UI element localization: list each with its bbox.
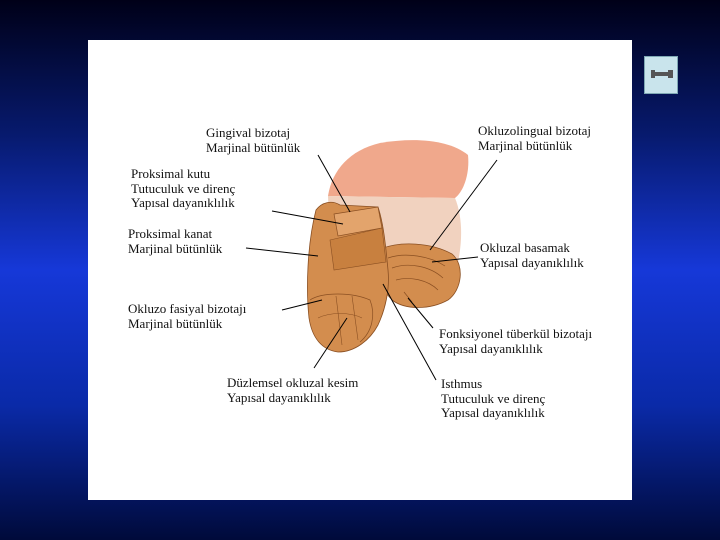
label-line: Yapısal dayanıklılık: [441, 405, 545, 420]
label-line: Proksimal kutu: [131, 166, 211, 181]
label-line: Tutuculuk ve direnç: [131, 180, 236, 196]
label-line: Okluzolingual bizotaj: [478, 123, 592, 138]
label-line: Isthmus: [441, 376, 483, 391]
label-line: Gingival bizotaj: [206, 125, 291, 140]
label-isthmus: Isthmus Tutuculuk ve direnç Yapısal daya…: [441, 376, 546, 421]
label-line: Marjinal bütünlük: [206, 139, 301, 155]
return-button[interactable]: [644, 56, 678, 94]
label-line: Yapısal dayanıklılık: [227, 389, 331, 405]
label-line: Marjinal bütünlük: [478, 137, 573, 153]
leader-lines: [245, 154, 498, 381]
label-line: Marjinal bütünlük: [128, 240, 223, 256]
label-line: Marjinal bütünlük: [128, 315, 223, 331]
label-line: Tutuculuk ve direnç: [441, 390, 546, 406]
label-line: Okluzo fasiyal bizotajı: [128, 301, 247, 316]
label-line: Yapısal dayanıklılık: [480, 254, 584, 270]
label-proximal-box: Proksimal kutu Tutuculuk ve direnç Yapıs…: [131, 166, 236, 211]
return-arrow-icon: [651, 70, 673, 78]
gum-tissue: [328, 140, 469, 198]
label-occlusolingual-bevel: Okluzolingual bizotaj Marjinal bütünlük: [478, 123, 592, 153]
label-occlusal-step: Okluzal basamak Yapısal dayanıklılık: [480, 240, 584, 270]
label-line: Proksimal kanat: [128, 226, 213, 241]
label-planar-occlusal-cut: Düzlemsel okluzal kesim Yapısal dayanıkl…: [227, 375, 359, 405]
label-line: Yapısal dayanıklılık: [131, 195, 235, 210]
label-functional-cusp-bevel: Fonksiyonel tüberkül bizotajı Yapısal da…: [439, 326, 593, 356]
label-gingival-bevel: Gingival bizotaj Marjinal bütünlük: [206, 125, 301, 155]
label-occluso-facial-bevel: Okluzo fasiyal bizotajı Marjinal bütünlü…: [128, 301, 247, 331]
label-line: Fonksiyonel tüberkül bizotajı: [439, 326, 593, 341]
occlusal-step: [376, 243, 461, 308]
label-line: Okluzal basamak: [480, 240, 570, 255]
label-proximal-wing: Proksimal kanat Marjinal bütünlük: [128, 226, 223, 256]
label-line: Yapısal dayanıklılık: [439, 340, 543, 356]
label-line: Düzlemsel okluzal kesim: [227, 375, 359, 390]
